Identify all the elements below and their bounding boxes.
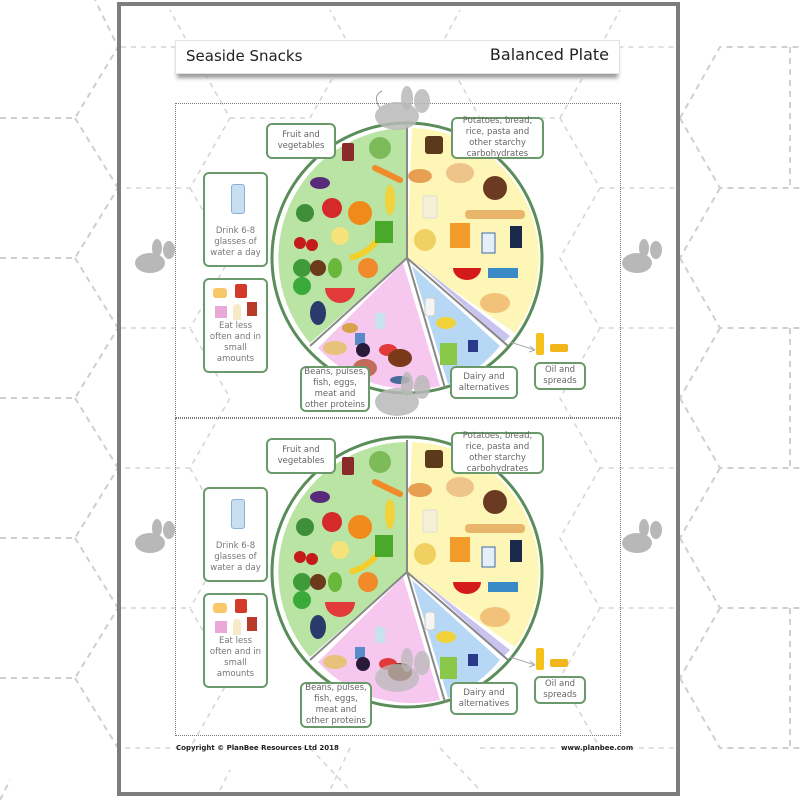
donut-icon — [213, 288, 227, 298]
jam-jar-icon — [235, 599, 247, 613]
arrow-icon — [510, 656, 536, 668]
water-bottle-icon — [231, 184, 245, 214]
label-fruit-veg: Fruit and vegetables — [266, 438, 336, 474]
arrow-icon — [510, 341, 536, 353]
treats-box: Eat less often and in small amounts — [203, 278, 268, 373]
water-advice: Drink 6-8 glasses of water a day — [210, 541, 261, 573]
copyright-text: Copyright © PlanBee Resources Ltd 2018 — [176, 744, 339, 752]
worksheet-header: Seaside Snacks Balanced Plate — [175, 40, 620, 74]
water-advice: Drink 6-8 glasses of water a day — [210, 226, 261, 258]
header-title-left: Seaside Snacks — [186, 47, 303, 65]
sweets-icon — [215, 621, 227, 633]
treats-advice: Eat less often and in small amounts — [209, 636, 262, 679]
jam-jar-icon — [235, 284, 247, 298]
bee-watermark-icon — [375, 648, 430, 692]
label-starchy-carbs: Potatoes, bread, rice, pasta and other s… — [451, 431, 544, 474]
bee-watermark-icon — [622, 519, 662, 553]
water-box: Drink 6-8 glasses of water a day — [203, 172, 268, 267]
label-dairy: Dairy and alternatives — [450, 682, 518, 715]
sweets-icon — [215, 306, 227, 318]
chocolate-icon — [247, 302, 257, 316]
food-icons — [293, 136, 525, 384]
ice-cream-icon — [233, 304, 241, 320]
bee-watermark-icon — [375, 86, 430, 130]
treats-box: Eat less often and in small amounts — [203, 593, 268, 688]
butter-icon — [550, 659, 568, 667]
website-link[interactable]: www.planbee.com — [561, 744, 634, 752]
chocolate-icon — [247, 617, 257, 631]
label-oil-spreads: Oil and spreads — [534, 362, 586, 390]
label-oil-spreads: Oil and spreads — [534, 676, 586, 704]
bee-watermark-icon — [135, 239, 175, 273]
plate-panel-bottom — [175, 418, 621, 736]
water-box: Drink 6-8 glasses of water a day — [203, 487, 268, 582]
oil-bottle-icon — [536, 333, 544, 355]
label-dairy: Dairy and alternatives — [450, 366, 518, 399]
bee-watermark-icon — [622, 239, 662, 273]
oil-bottle-icon — [536, 648, 544, 670]
label-starchy-carbs: Potatoes, bread, rice, pasta and other s… — [451, 116, 544, 159]
eatwell-plate-bottom — [270, 435, 544, 709]
eatwell-plate-top — [270, 121, 544, 395]
bee-watermark-icon — [375, 372, 430, 416]
water-bottle-icon — [231, 499, 245, 529]
header-title-right: Balanced Plate — [489, 45, 609, 64]
butter-icon — [550, 344, 568, 352]
label-proteins: Beans, pulses, fish, eggs, meat and othe… — [300, 366, 370, 412]
ice-cream-icon — [233, 619, 241, 635]
starchy-segment — [407, 128, 539, 333]
treats-advice: Eat less often and in small amounts — [209, 321, 262, 364]
bee-watermark-icon — [135, 519, 175, 553]
label-fruit-veg: Fruit and vegetables — [266, 123, 336, 159]
label-proteins: Beans, pulses, fish, eggs, meat and othe… — [300, 682, 372, 728]
dairy-segment — [412, 266, 500, 384]
donut-icon — [213, 603, 227, 613]
oil-segment — [416, 262, 510, 342]
